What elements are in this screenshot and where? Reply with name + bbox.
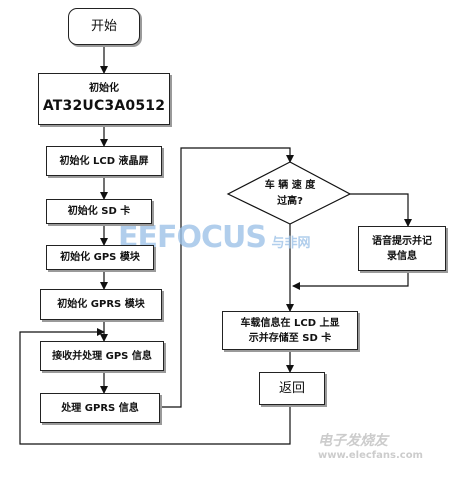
store-line2: 示并存储至 SD 卡: [248, 332, 332, 344]
arrow-return-loop: [19, 328, 291, 445]
init-lcd-label: 初始化 LCD 液晶屏: [59, 155, 149, 167]
proc-gprs-label: 处理 GPRS 信息: [61, 402, 139, 414]
init-gprs-label: 初始化 GPRS 模块: [57, 299, 145, 310]
store-line1: 车载信息在 LCD 上显: [240, 317, 340, 329]
init-sd-label: 初始化 SD 卡: [67, 206, 131, 217]
start-node: 开始: [68, 8, 140, 45]
voice-line2: 录信息: [387, 250, 417, 262]
init-chip-node: 初始化 AT32UC3A0512: [38, 73, 170, 125]
return-node: 返回: [259, 372, 325, 405]
store-node: 车载信息在 LCD 上显 示并存储至 SD 卡: [222, 311, 358, 350]
decision-diamond: [226, 161, 352, 225]
init-lcd-node: 初始化 LCD 液晶屏: [46, 146, 162, 176]
watermark-elecfans-name: 电子发烧友: [318, 433, 388, 449]
voice-line1: 语音提示并记: [372, 235, 432, 247]
return-label: 返回: [278, 380, 305, 396]
decision-line2: 过高?: [277, 196, 303, 207]
init-gps-label: 初始化 GPS 模块: [60, 252, 140, 263]
arrow-proc-to-decision: [160, 147, 294, 408]
voice-node: 语音提示并记 录信息: [358, 226, 446, 271]
watermark-elecfans-url: www.elecfans.com: [318, 450, 423, 461]
recv-gps-label: 接收并处理 GPS 信息: [52, 350, 152, 362]
arrow-voice-to-store: [292, 271, 409, 290]
init-chip-model: AT32UC3A0512: [42, 98, 166, 114]
init-gps-node: 初始化 GPS 模块: [46, 245, 154, 270]
init-sd-node: 初始化 SD 卡: [46, 199, 152, 224]
start-label: 开始: [90, 18, 117, 34]
recv-gps-node: 接收并处理 GPS 信息: [40, 341, 164, 371]
init-chip-label: 初始化: [89, 83, 119, 94]
decision-text: 车 辆 速 度 过高?: [240, 178, 340, 210]
watermark-eefocus-cn: 与非网: [271, 236, 311, 251]
proc-gprs-node: 处理 GPRS 信息: [40, 393, 160, 423]
init-gprs-node: 初始化 GPRS 模块: [40, 289, 162, 320]
arrow-decision-to-voice: [350, 193, 412, 227]
decision-line1: 车 辆 速 度: [264, 180, 316, 191]
watermark-elecfans: 电子发烧友 www.elecfans.com: [318, 430, 423, 461]
